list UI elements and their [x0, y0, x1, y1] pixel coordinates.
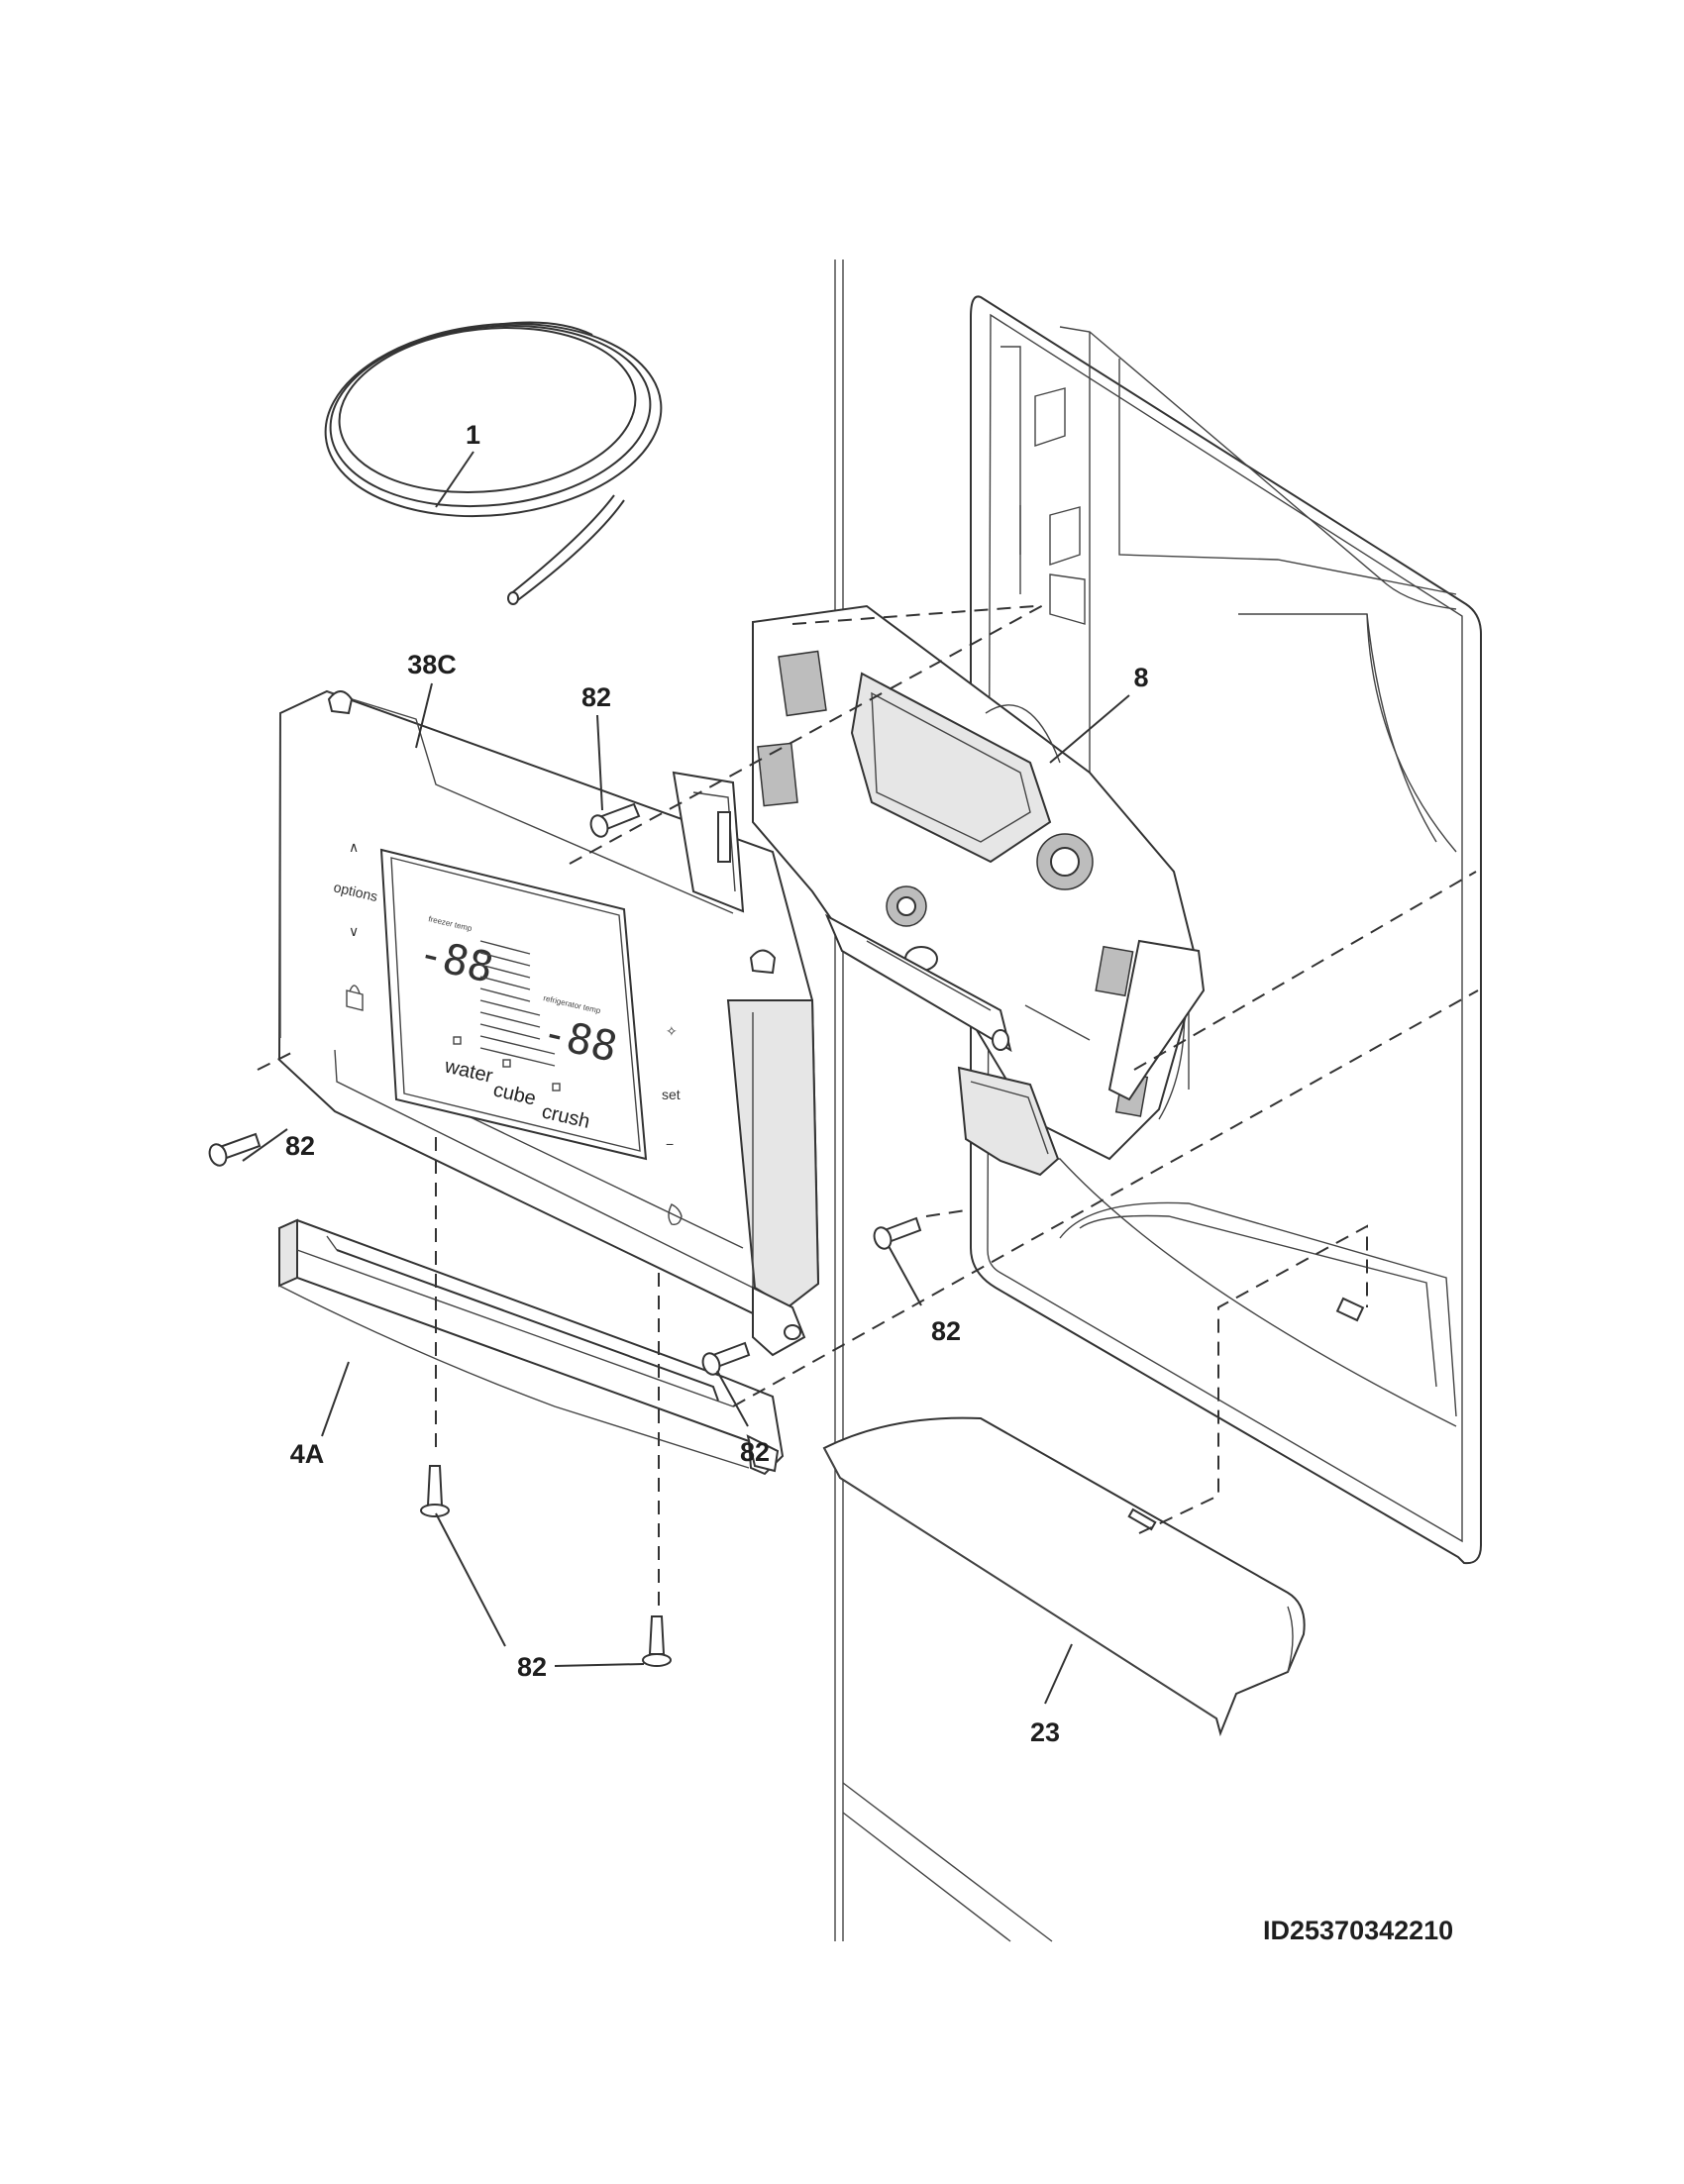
- callout-1: 1: [466, 420, 480, 450]
- screw-left: [208, 1132, 262, 1167]
- screw-bottom-right: [642, 1615, 672, 1667]
- drip-tray-part: [822, 1416, 1306, 1737]
- screw-right-mid: [873, 1216, 922, 1250]
- callout-8: 8: [1133, 663, 1148, 692]
- figure-id: ID25370342210: [1263, 1916, 1453, 1945]
- panel-down-arrow: ∨: [349, 923, 359, 939]
- panel-minus-label: −: [666, 1136, 674, 1152]
- assembly-lines: [257, 603, 1479, 1610]
- trim-strip-part: [277, 1218, 785, 1476]
- water-tube-part: [324, 321, 663, 605]
- dispenser-cavity: [970, 295, 1482, 1565]
- callout-82-bottom: 82: [517, 1652, 547, 1682]
- display-status-lines: [479, 940, 556, 1067]
- cabinet-outline: [834, 260, 1053, 1942]
- water-drop-icon: [668, 1203, 683, 1226]
- callout-labels: 1 38C 82 8 82 82 82 4A 82 23: [285, 420, 1149, 1747]
- callout-4a: 4A: [290, 1439, 325, 1469]
- callout-82-bottom-mid: 82: [740, 1437, 770, 1467]
- callout-38c: 38C: [407, 650, 457, 679]
- panel-set-label: set: [662, 1087, 681, 1102]
- control-panel-part: freezer temp -88 refrigerator temp -88 ∧…: [277, 689, 820, 1357]
- callout-82-right-mid: 82: [931, 1316, 961, 1346]
- screw-bottom-mid: [701, 1341, 751, 1376]
- lock-icon: [346, 985, 364, 1011]
- panel-up-arrow: ∧: [349, 839, 359, 855]
- callout-82-left: 82: [285, 1131, 315, 1161]
- panel-plus-label: ✧: [666, 1023, 678, 1039]
- leader-lines: [242, 451, 1130, 1705]
- screw-top: [589, 802, 641, 838]
- dispenser-module-part: [672, 604, 1206, 1177]
- callout-23: 23: [1030, 1717, 1060, 1747]
- callout-82-top: 82: [581, 682, 611, 712]
- screw-bottom-left: [420, 1465, 450, 1517]
